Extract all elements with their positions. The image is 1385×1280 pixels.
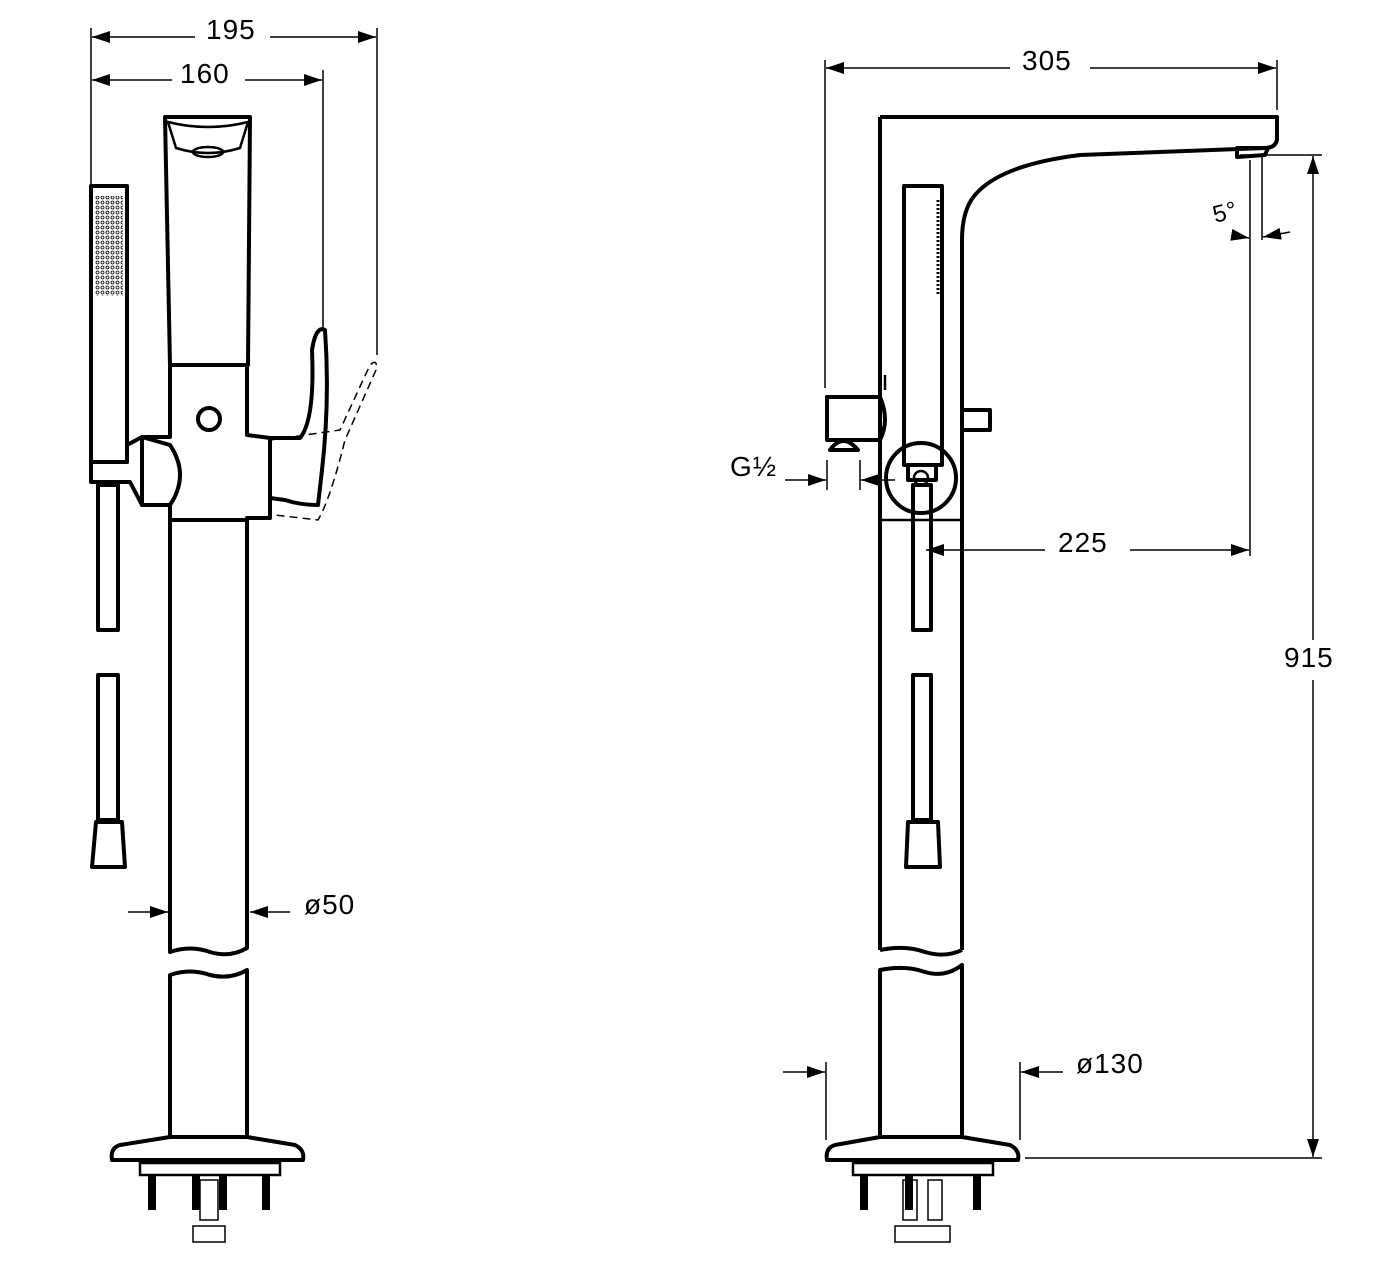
dim-d130-label: ø130: [1068, 1049, 1152, 1079]
mounting-bolts: [148, 1175, 270, 1243]
dimension-lines-side: [90, 28, 378, 918]
connectors-front: [825, 375, 992, 522]
dim-195-label: 195: [198, 15, 264, 45]
dim-915-label: 915: [1276, 643, 1342, 673]
dim-g12-label: G½: [730, 451, 778, 482]
column-front: [824, 963, 1021, 1243]
spout-body-side: [89, 115, 272, 522]
dim-225-label: 225: [1050, 528, 1116, 558]
dim-305-label: 305: [1014, 46, 1080, 76]
lever-side: [269, 327, 378, 521]
column-side: [109, 520, 306, 1243]
hand-shower-side: [89, 184, 129, 869]
mounting-bolts-front: [860, 1175, 981, 1243]
hand-shower-front: [884, 184, 958, 869]
spout-front: [878, 115, 1279, 957]
side-view: [89, 28, 378, 1243]
dimension-lines-front: [783, 60, 1322, 1159]
dim-d50-label: ø50: [296, 890, 364, 920]
dim-160-label: 160: [172, 59, 238, 89]
front-view: [783, 60, 1322, 1243]
